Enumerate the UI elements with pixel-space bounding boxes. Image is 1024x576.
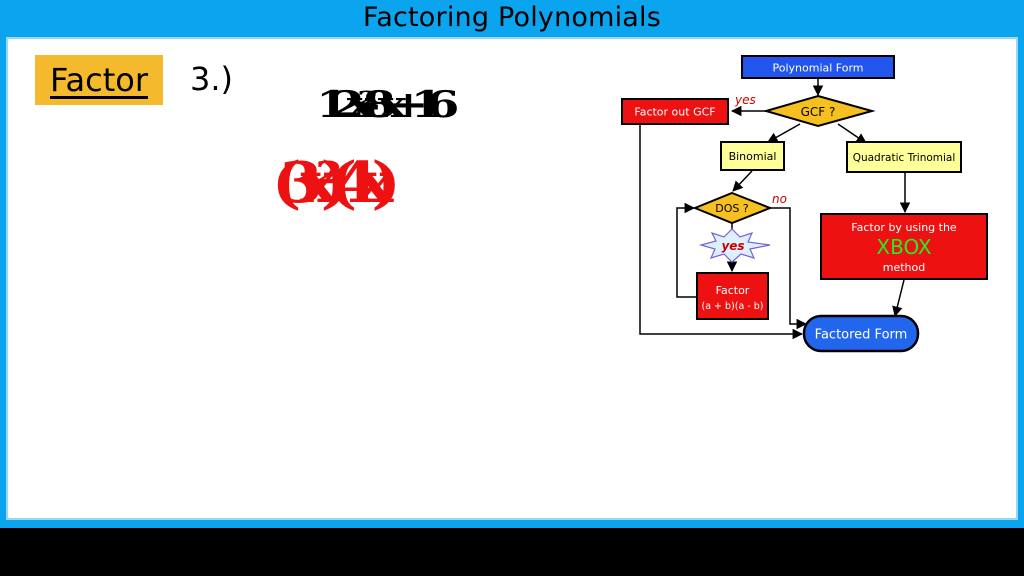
node-dos-decision-label: DOS ? (715, 202, 749, 215)
node-quadratic-trinomial-label: Quadratic Trinomial (853, 152, 956, 164)
expression-line-1: 12x²-8x+16 (316, 87, 459, 123)
flowchart-edges (639, 78, 911, 340)
node-xbox-method (820, 213, 988, 280)
node-factor-dos-label-1: Factor (716, 284, 750, 297)
node-gcf-decision-label: GCF ? (801, 105, 836, 119)
node-yes-burst-label: yes (721, 239, 744, 253)
edge-label-dos-no: no (772, 192, 787, 206)
node-gcf-decision (762, 94, 876, 128)
edge-dos-no-to-factored (770, 207, 808, 330)
edge-factor-out-to-factored (639, 124, 804, 340)
node-yes-burst (698, 228, 771, 263)
node-factor-out-gcf (621, 98, 729, 125)
edge-label-gcf-yes: yes (734, 93, 756, 107)
node-dos-decision (692, 191, 773, 225)
edge-xbox-to-factored (892, 279, 905, 318)
factor-label: Factor (35, 55, 163, 105)
slide-title: Factoring Polynomials (362, 2, 662, 33)
problem-number: 3.) (190, 60, 234, 98)
node-factor-out-gcf-label: Factor out GCF (634, 106, 715, 119)
node-factored-form (802, 314, 920, 353)
node-factor-dos-label-2: (a + b)(a - b) (702, 301, 764, 312)
node-xbox-label-3: method (883, 261, 925, 274)
node-binomial-label: Binomial (729, 150, 777, 163)
node-factor-dos (696, 272, 769, 320)
edge-gcf-to-binomial (767, 123, 801, 143)
node-quadratic-trinomial (846, 141, 962, 173)
node-binomial (720, 141, 785, 171)
edge-gcf-to-trinomial (837, 123, 867, 144)
node-xbox-label-1: Factor by using the (851, 221, 957, 234)
node-polynomial-form (741, 55, 895, 79)
edge-factor-dos-loop (676, 202, 697, 298)
node-polynomial-form-label: Polynomial Form (772, 62, 863, 75)
expression-line-2: (3x²)(4x) (272, 153, 401, 216)
edge-binomial-to-dos (732, 170, 753, 192)
node-factored-form-label: Factored Form (815, 328, 908, 343)
node-xbox-label-2: XBOX (876, 235, 932, 259)
